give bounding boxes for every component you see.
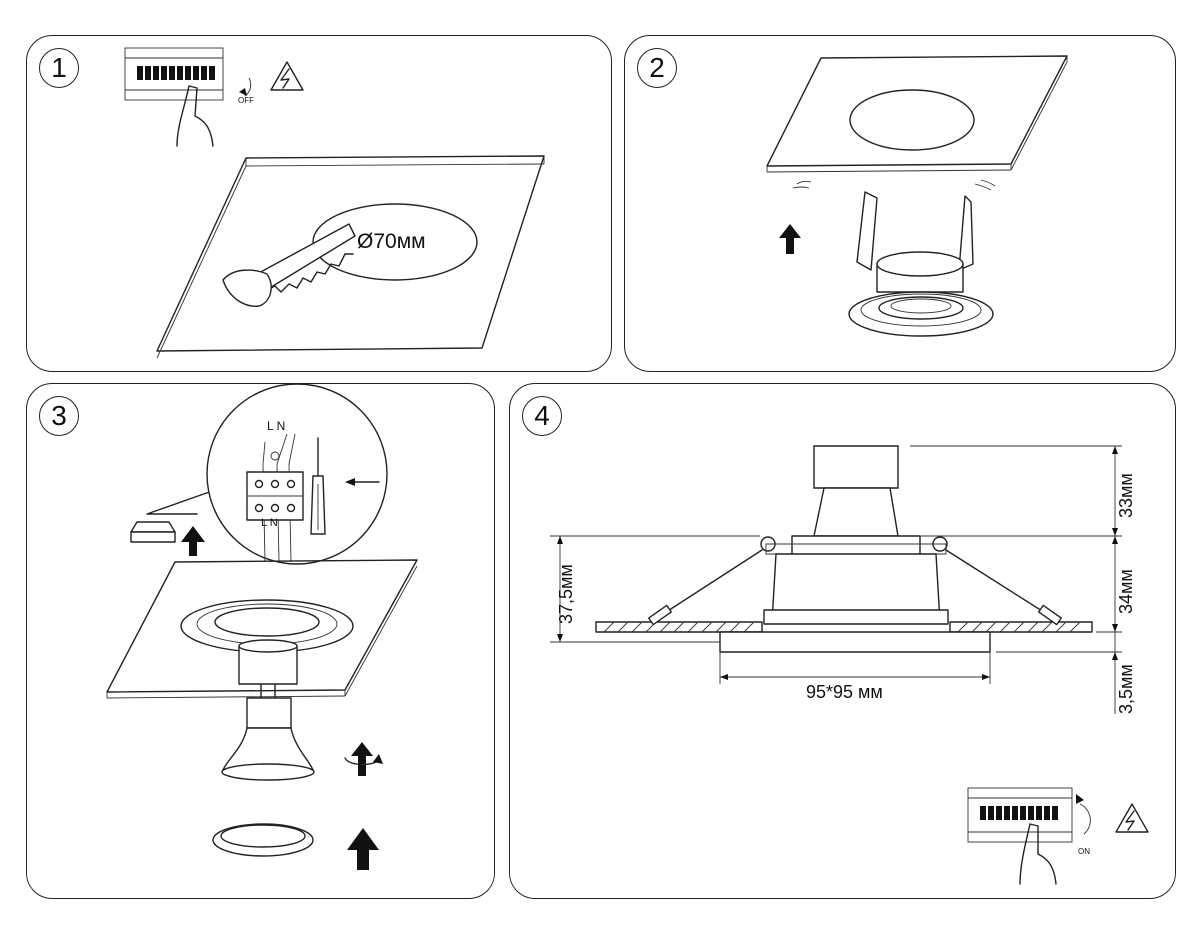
gu10-lamp: [221, 697, 315, 781]
step-number: 4: [522, 396, 562, 436]
step-4-panel: 4: [509, 383, 1176, 899]
dimension-34mm: 34мм: [1116, 569, 1136, 614]
off-label: OFF: [238, 96, 254, 105]
step-number: 3: [39, 396, 79, 436]
terminal-top-label: L N: [267, 419, 285, 433]
dimension-37-5mm: 37,5мм: [556, 564, 576, 624]
electric-hazard-icon: [1115, 803, 1149, 833]
arrow-up-icon: [779, 224, 801, 254]
step-number: 1: [39, 48, 79, 88]
arrow-up-icon: [181, 526, 205, 556]
step-3-illustration: L N L N: [106, 383, 418, 870]
downlight-fixture: [848, 191, 994, 337]
breaker-panel-icon: [967, 787, 1073, 885]
dimension-95x95mm: 95*95 мм: [806, 682, 883, 702]
step-2-illustration: [766, 55, 1068, 337]
step-number: 2: [637, 48, 677, 88]
step-2-panel: 2: [624, 35, 1176, 372]
step-4-dimension-drawing: 33мм 34мм 3,5мм 37,5мм 95*95 мм ON: [550, 445, 1149, 885]
breaker-panel-icon: [124, 47, 224, 147]
step-3-panel: 3 L N L N: [26, 383, 495, 899]
electric-hazard-icon: [270, 61, 304, 91]
dimension-33mm: 33мм: [1116, 473, 1136, 518]
saw-icon: [222, 223, 356, 307]
screwdriver-icon: [310, 437, 326, 535]
step-1-panel: 1 OFF: [26, 35, 612, 372]
rotate-icon: [344, 742, 383, 776]
step-1-illustration: OFF Ø70мм: [124, 47, 545, 359]
terminal-bottom-label: L N: [261, 517, 278, 529]
arrow-up-icon: [347, 828, 379, 870]
connector-box: [130, 521, 176, 543]
on-label: ON: [1078, 847, 1090, 856]
dimension-3-5mm: 3,5мм: [1116, 664, 1136, 714]
hole-diameter-label: Ø70мм: [357, 230, 426, 253]
